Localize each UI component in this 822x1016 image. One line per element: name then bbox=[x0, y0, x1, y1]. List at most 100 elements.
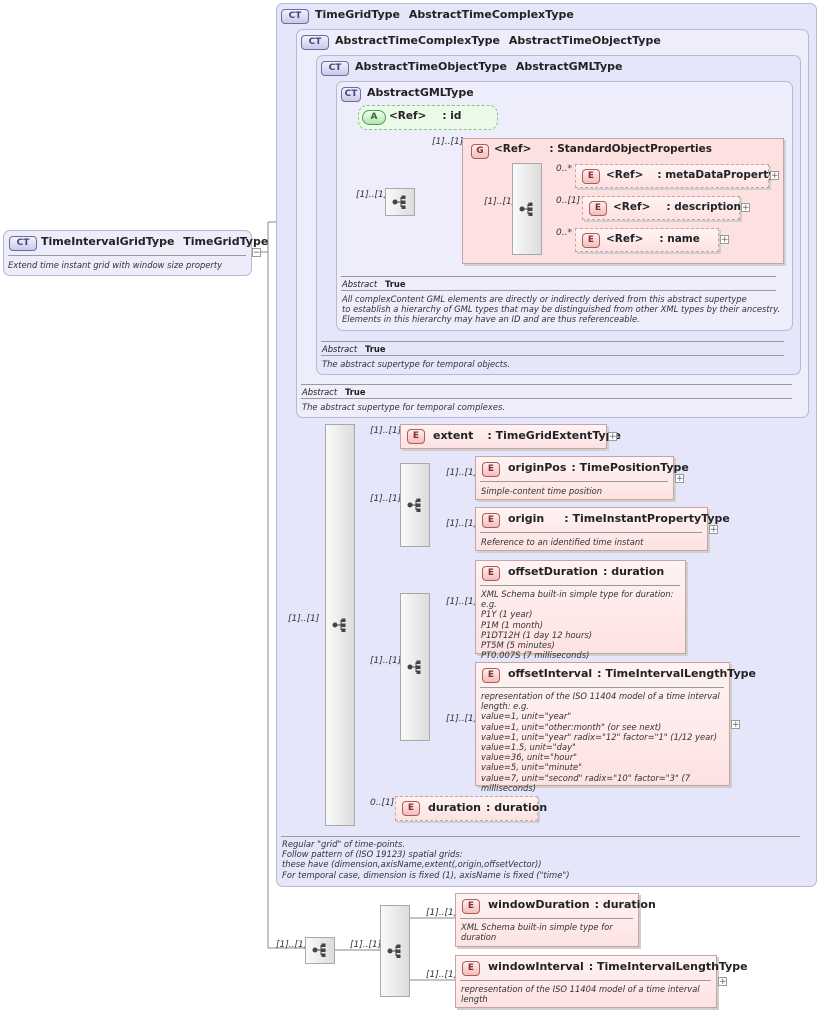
element-doc: Reference to an identified time instant bbox=[481, 537, 644, 547]
expand-plus-icon[interactable]: + bbox=[709, 525, 718, 535]
choice-compositor-icon[interactable] bbox=[400, 593, 430, 741]
element-icon: E bbox=[482, 668, 500, 683]
timegridtype-base: AbstractTimeComplexType bbox=[408, 8, 574, 21]
cardinality-label: [1]..[1] bbox=[426, 970, 458, 980]
cardinality-label: [1]..[1] bbox=[484, 197, 516, 207]
element-name: : metaDataProperty bbox=[657, 169, 776, 181]
origin-element[interactable]: E origin : TimeInstantPropertyType Refere… bbox=[475, 507, 730, 551]
cardinality-label: [1]..[1] bbox=[370, 656, 402, 666]
cardinality-label: 0..[1] bbox=[370, 798, 395, 808]
element-name: duration bbox=[428, 801, 481, 814]
expand-plus-icon[interactable]: − bbox=[252, 248, 261, 258]
timegridtype-doc: Regular "grid" of time-points. Follow pa… bbox=[282, 839, 570, 880]
abstracttimecomplextype-name: AbstractTimeComplexType bbox=[335, 34, 501, 47]
windowinterval-element[interactable]: E windowInterval : TimeIntervalLengthType… bbox=[455, 955, 748, 1008]
abstracttimeobjecttype-doc: The abstract supertype for temporal obje… bbox=[322, 359, 511, 369]
ref-label: <Ref> bbox=[606, 169, 644, 181]
extent-element[interactable]: E extent : TimeGridExtentType bbox=[400, 424, 621, 449]
complex-type-icon: CT bbox=[281, 9, 309, 24]
element-name: offsetDuration bbox=[508, 565, 598, 578]
cardinality-label: [1]..[1] bbox=[288, 614, 320, 624]
element-name: : name bbox=[659, 233, 700, 245]
attribute-icon: A bbox=[362, 110, 386, 125]
description-element[interactable]: E <Ref>: description bbox=[582, 196, 741, 220]
abstracttimeobjecttype-name: AbstractTimeObjectType bbox=[355, 60, 507, 73]
abstract-prop-value: True bbox=[345, 387, 366, 397]
abstractgmltype-name: AbstractGMLType bbox=[367, 86, 474, 99]
windowduration-element[interactable]: E windowDuration: duration XML Schema bu… bbox=[455, 893, 656, 947]
element-icon: E bbox=[482, 566, 500, 581]
complex-type-icon: CT bbox=[301, 35, 329, 50]
element-doc: XML Schema built-in simple type for dura… bbox=[481, 589, 674, 661]
element-icon: E bbox=[582, 169, 600, 184]
abstract-prop-key: Abstract bbox=[322, 344, 358, 354]
root-type-doc: Extend time instant grid with window siz… bbox=[8, 260, 223, 270]
cardinality-label: [1]..[1] bbox=[446, 468, 478, 478]
choice-compositor-icon[interactable] bbox=[380, 905, 410, 997]
element-name: windowInterval bbox=[488, 960, 584, 973]
complex-type-icon: CT bbox=[341, 87, 361, 102]
element-name: windowDuration bbox=[488, 898, 590, 911]
abstracttimeobjecttype-base: AbstractGMLType bbox=[515, 60, 623, 73]
abstract-prop-key: Abstract bbox=[302, 387, 338, 397]
element-icon: E bbox=[407, 429, 425, 444]
offsetinterval-element[interactable]: E offsetInterval: TimeIntervalLengthType… bbox=[475, 662, 756, 793]
abstractgmltype-doc: All complexContent GML elements are dire… bbox=[342, 294, 781, 325]
element-icon: E bbox=[462, 899, 480, 914]
expand-plus-icon[interactable]: + bbox=[718, 977, 727, 987]
root-type-base: TimeGridType bbox=[183, 235, 269, 248]
sequence-compositor-icon[interactable] bbox=[385, 188, 415, 216]
expand-plus-icon[interactable]: + bbox=[675, 474, 684, 484]
cardinality-label: [1]..[1] bbox=[276, 940, 308, 950]
metadataproperty-element[interactable]: E <Ref> : metaDataProperty bbox=[575, 164, 775, 188]
choice-compositor-icon[interactable] bbox=[400, 463, 430, 547]
element-name: : description bbox=[666, 201, 741, 213]
element-type: : duration bbox=[602, 565, 665, 578]
cardinality-label: [1]..[1] bbox=[356, 190, 388, 200]
element-type: : TimeGridExtentType bbox=[487, 429, 622, 442]
element-type: : duration bbox=[594, 898, 656, 911]
abstract-prop-value: True bbox=[385, 279, 406, 289]
complex-type-icon: CT bbox=[9, 236, 37, 251]
cardinality-label: 0..* bbox=[556, 164, 572, 174]
cardinality-label: [1]..[1] bbox=[370, 494, 402, 504]
element-name: extent bbox=[433, 429, 474, 442]
root-type-box[interactable]: CT TimeIntervalGridType TimeGridType Ext… bbox=[3, 230, 268, 276]
element-icon: E bbox=[482, 513, 500, 528]
sequence-compositor-icon[interactable] bbox=[512, 163, 542, 255]
root-type-name: TimeIntervalGridType bbox=[41, 235, 175, 248]
abstracttimecomplextype-doc: The abstract supertype for temporal comp… bbox=[302, 402, 506, 412]
name-element[interactable]: E <Ref>: name bbox=[575, 228, 719, 252]
element-doc: representation of the ISO 11404 model of… bbox=[461, 984, 700, 1005]
element-type: : TimeIntervalLengthType bbox=[588, 960, 748, 973]
abstract-prop-value: True bbox=[365, 344, 386, 354]
originpos-element[interactable]: E originPos: TimePositionType Simple-con… bbox=[475, 456, 689, 500]
cardinality-label: [1]..[1] bbox=[432, 137, 464, 147]
expand-plus-icon[interactable]: + bbox=[608, 432, 617, 442]
duration-element[interactable]: E duration: duration bbox=[395, 796, 547, 821]
expand-plus-icon[interactable]: + bbox=[770, 171, 779, 181]
sequence-compositor-icon[interactable] bbox=[305, 937, 335, 964]
element-name: originPos bbox=[508, 461, 567, 474]
expand-plus-icon[interactable]: + bbox=[731, 720, 740, 730]
ref-label: <Ref> bbox=[494, 143, 532, 155]
sequence-compositor-icon[interactable] bbox=[325, 424, 355, 826]
element-name: origin bbox=[508, 512, 545, 525]
cardinality-label: [1]..[1] bbox=[446, 519, 478, 529]
timegridtype-name: TimeGridType bbox=[315, 8, 400, 21]
element-icon: E bbox=[462, 961, 480, 976]
ref-label: <Ref> bbox=[606, 233, 644, 245]
id-attribute[interactable]: A <Ref>: id bbox=[358, 105, 498, 130]
group-name: : StandardObjectProperties bbox=[549, 143, 712, 155]
offsetduration-element[interactable]: E offsetDuration : duration XML Schema bu… bbox=[475, 560, 686, 660]
element-icon: E bbox=[402, 801, 420, 816]
element-icon: E bbox=[482, 462, 500, 477]
element-type: : TimeIntervalLengthType bbox=[597, 667, 756, 680]
id-attribute-name: : id bbox=[442, 110, 462, 122]
cardinality-label: [1]..[1] bbox=[370, 426, 402, 436]
cardinality-label: [1]..[1] bbox=[350, 940, 382, 950]
element-type: : TimeInstantPropertyType bbox=[564, 512, 730, 525]
ref-label: <Ref> bbox=[613, 201, 651, 213]
expand-plus-icon[interactable]: + bbox=[720, 235, 729, 245]
expand-plus-icon[interactable]: + bbox=[741, 203, 750, 213]
